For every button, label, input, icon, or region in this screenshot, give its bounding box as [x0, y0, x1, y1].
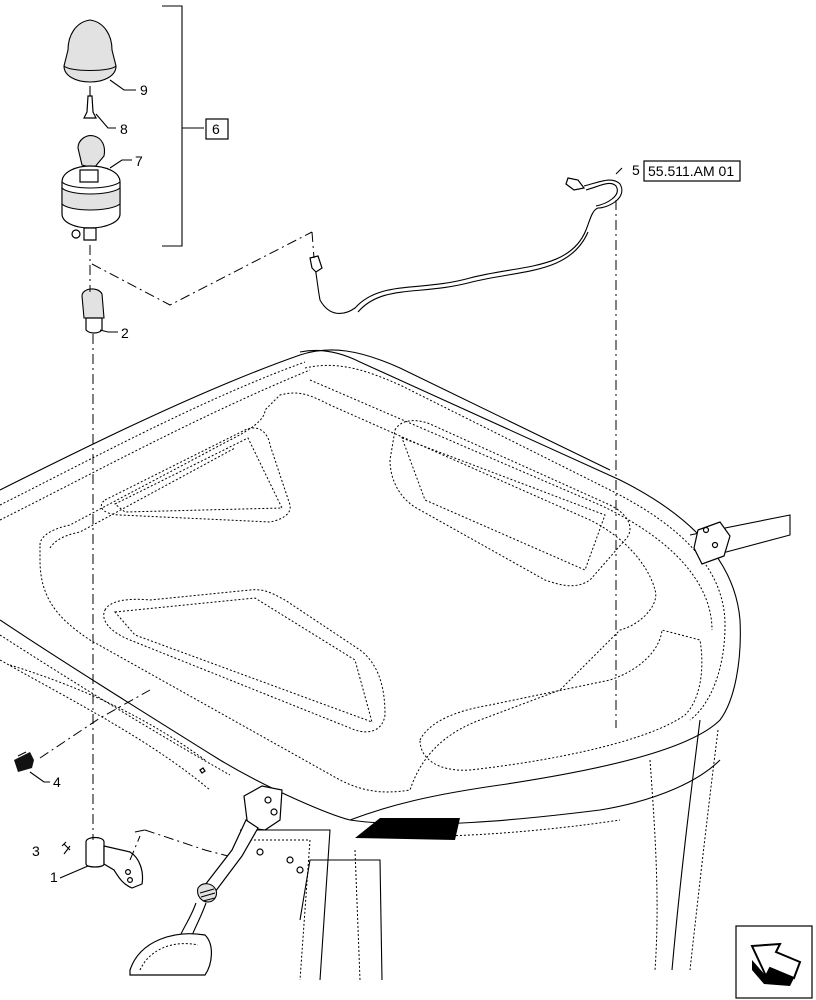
mounting-bracket — [85, 836, 144, 889]
reference-box[interactable] — [643, 160, 741, 182]
cab-roof — [0, 349, 791, 981]
callout-1: 1 — [50, 869, 58, 885]
callout-9: 9 — [140, 82, 148, 98]
arrow-navigation-icon[interactable] — [735, 925, 813, 999]
beacon-base — [61, 135, 121, 241]
group-bracket — [162, 5, 204, 247]
beacon-lens — [63, 19, 117, 83]
callout-5: 5 — [632, 162, 640, 178]
assembly-lines — [39, 200, 617, 861]
beacon-bulb — [83, 86, 97, 119]
screw — [61, 841, 71, 851]
reference-link[interactable]: 55.511.AM 01 — [648, 163, 734, 179]
callout-leaders — [29, 79, 623, 879]
callout-6: 6 — [212, 121, 220, 137]
callout-8: 8 — [120, 121, 128, 137]
callout-3: 3 — [32, 843, 40, 859]
grommet — [14, 751, 34, 772]
callout-4: 4 — [53, 774, 61, 790]
wiring-harness — [309, 177, 623, 314]
callout-7: 7 — [135, 153, 143, 169]
mount-adapter — [81, 288, 105, 334]
callout-6-box — [205, 118, 229, 140]
callout-2: 2 — [121, 325, 129, 341]
